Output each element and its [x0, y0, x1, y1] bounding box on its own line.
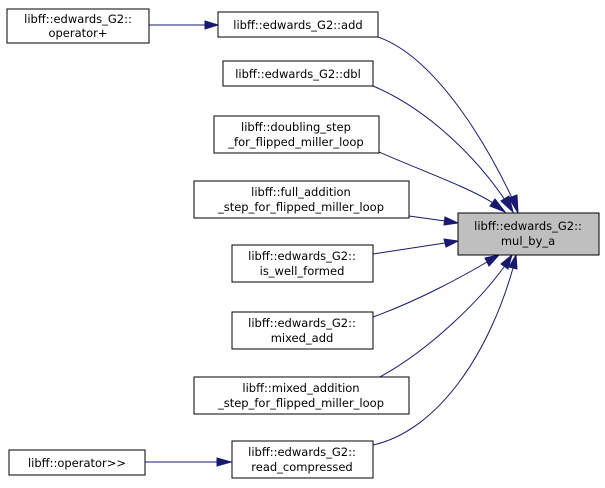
node-is-well-formed-line2: is_well_formed [260, 264, 345, 278]
node-mul-by-a[interactable]: libff::edwards_G2:: mul_by_a [457, 212, 600, 256]
node-operator-plus[interactable]: libff::edwards_G2:: operator+ [6, 8, 150, 44]
node-mul-by-a-line2: mul_by_a [501, 234, 555, 248]
edge-read-compressed-to-mul-by-a [372, 253, 518, 446]
node-read-compressed-line2: read_compressed [251, 460, 352, 474]
edge-mixed-add-to-mul-by-a [372, 254, 501, 318]
node-operator-plus-line1: libff::edwards_G2:: [24, 12, 132, 26]
node-dbl-label: libff::edwards_G2::dbl [235, 67, 361, 81]
edge-full-addition-to-mul-by-a [408, 215, 460, 226]
node-read-compressed[interactable]: libff::edwards_G2:: read_compressed [231, 440, 374, 479]
edge-operator-plus-to-add [149, 20, 220, 30]
node-doubling-step[interactable]: libff::doubling_step _for_flipped_miller… [213, 115, 380, 154]
node-operator-shift-label: libff::operator>> [28, 456, 126, 470]
node-add[interactable]: libff::edwards_G2::add [217, 11, 379, 38]
node-operator-plus-line2: operator+ [48, 26, 107, 40]
edge-operator-shift-to-read-compressed [145, 457, 233, 467]
node-mixed-addition-line2: _step_for_flipped_miller_loop [217, 396, 384, 410]
edge-doubling-to-mul-by-a [378, 151, 507, 214]
node-operator-shift[interactable]: libff::operator>> [8, 449, 146, 476]
node-dbl[interactable]: libff::edwards_G2::dbl [222, 60, 374, 87]
node-is-well-formed-line1: libff::edwards_G2:: [248, 249, 356, 263]
node-doubling-step-line1: libff::doubling_step [241, 120, 351, 134]
edge-dbl-to-mul-by-a [372, 85, 514, 214]
edge-add-to-mul-by-a [377, 36, 519, 214]
node-doubling-step-line2: _for_flipped_miller_loop [227, 135, 363, 149]
node-mixed-add-line1: libff::edwards_G2:: [248, 316, 356, 330]
node-mixed-addition-line1: libff::mixed_addition [242, 381, 359, 395]
node-mixed-add[interactable]: libff::edwards_G2:: mixed_add [231, 311, 374, 350]
node-read-compressed-line1: libff::edwards_G2:: [248, 445, 356, 459]
node-mixed-add-line2: mixed_add [271, 331, 334, 345]
node-add-label: libff::edwards_G2::add [233, 18, 362, 32]
node-mixed-addition[interactable]: libff::mixed_addition _step_for_flipped_… [193, 376, 410, 415]
edge-mixed-addition-to-mul-by-a [377, 253, 513, 379]
node-full-addition-line1: libff::full_addition [251, 185, 351, 199]
node-is-well-formed[interactable]: libff::edwards_G2:: is_well_formed [231, 244, 374, 283]
edge-is-well-formed-to-mul-by-a [372, 238, 460, 255]
node-mul-by-a-line1: libff::edwards_G2:: [474, 219, 582, 233]
node-full-addition-line2: _step_for_flipped_miller_loop [217, 200, 384, 214]
node-full-addition[interactable]: libff::full_addition _step_for_flipped_m… [193, 180, 410, 219]
